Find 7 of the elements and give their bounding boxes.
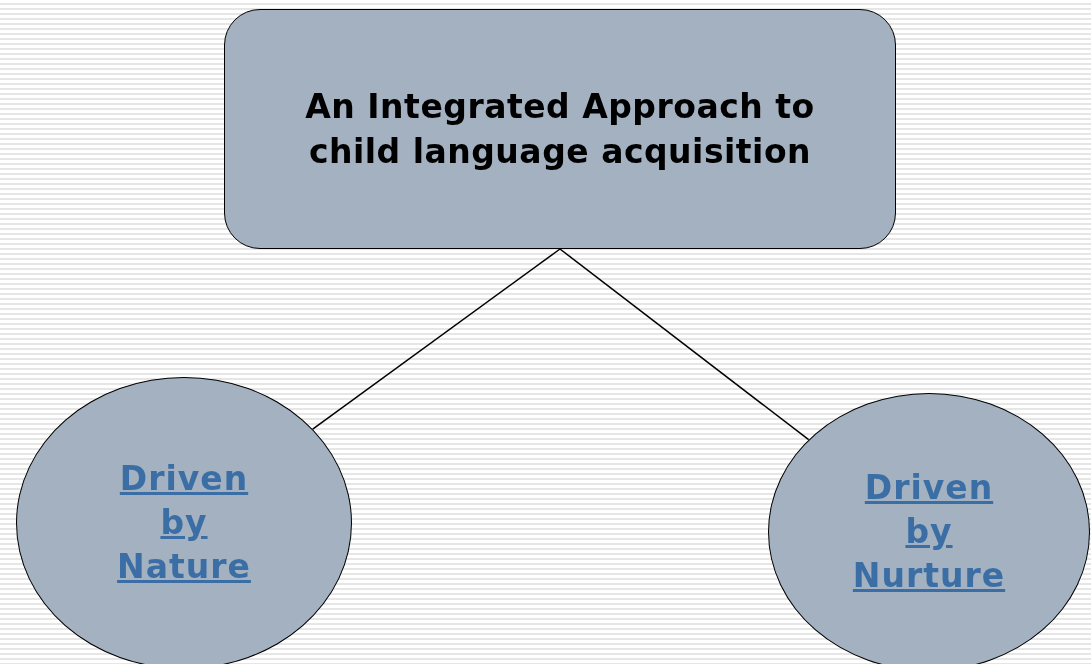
link: Driven by Nature [116, 458, 252, 588]
title-text: An Integrated Approach to child language acquisition [304, 86, 816, 173]
topic-ellipse [768, 393, 1090, 664]
title-box [224, 9, 896, 249]
connector-line [312, 248, 561, 430]
link: Driven by Nurture [851, 467, 1007, 597]
connector-line [559, 248, 810, 441]
